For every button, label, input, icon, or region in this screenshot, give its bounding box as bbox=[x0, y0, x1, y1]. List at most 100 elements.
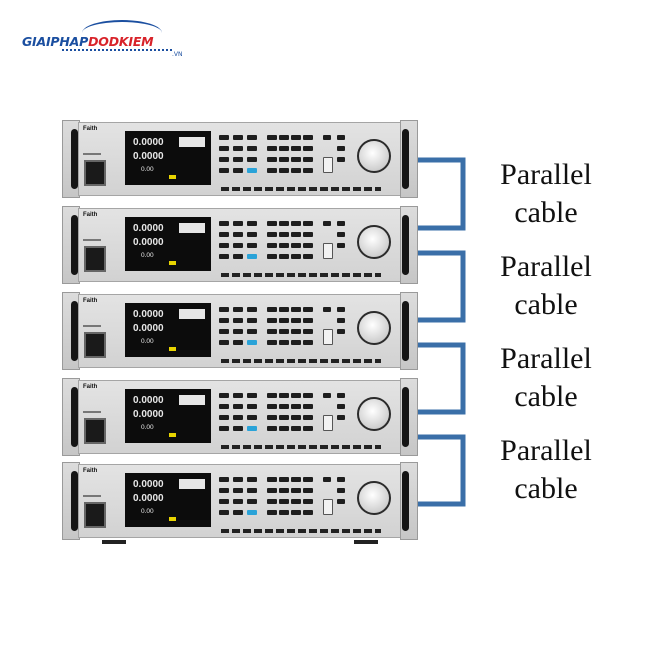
power-switch bbox=[84, 332, 106, 358]
vent-slots bbox=[221, 445, 381, 449]
power-readout: 0.00 bbox=[141, 166, 154, 173]
key-button bbox=[219, 146, 229, 151]
power-switch bbox=[84, 246, 106, 272]
rack-handle bbox=[402, 471, 409, 531]
brand-label: Faith bbox=[83, 126, 98, 132]
key-button bbox=[247, 415, 257, 420]
key-button bbox=[267, 426, 277, 431]
key-button bbox=[279, 404, 289, 409]
key-button bbox=[267, 488, 277, 493]
key-button bbox=[279, 254, 289, 259]
status-indicator bbox=[169, 261, 176, 265]
logo-text: GIAIPHAPDODKIEM bbox=[22, 34, 154, 49]
key-button bbox=[233, 221, 243, 226]
key-button bbox=[233, 135, 243, 140]
key-button bbox=[323, 329, 333, 345]
key-button bbox=[291, 146, 301, 151]
key-button bbox=[279, 318, 289, 323]
key-button bbox=[337, 329, 345, 334]
keypad bbox=[219, 307, 349, 357]
key-button bbox=[279, 232, 289, 237]
key-button bbox=[303, 510, 313, 515]
rack-handle bbox=[402, 301, 409, 361]
logo-suffix: .VN bbox=[172, 51, 183, 58]
rack-handle bbox=[402, 387, 409, 447]
rack-ear bbox=[62, 378, 80, 456]
keypad bbox=[219, 221, 349, 271]
rack-handle bbox=[71, 387, 78, 447]
power-readout: 0.00 bbox=[141, 252, 154, 259]
key-button bbox=[291, 510, 301, 515]
key-button bbox=[233, 329, 243, 334]
display-status-box bbox=[179, 223, 205, 233]
rack-handle bbox=[402, 129, 409, 189]
key-button bbox=[291, 426, 301, 431]
key-button bbox=[323, 135, 331, 140]
power-switch bbox=[84, 502, 106, 528]
key-button bbox=[323, 477, 331, 482]
key-button bbox=[337, 135, 345, 140]
rack-handle bbox=[71, 471, 78, 531]
key-button bbox=[303, 329, 313, 334]
key-button bbox=[219, 135, 229, 140]
key-button bbox=[303, 404, 313, 409]
power-switch bbox=[84, 418, 106, 444]
key-button bbox=[267, 415, 277, 420]
rotary-knob bbox=[357, 225, 391, 259]
key-button bbox=[291, 329, 301, 334]
logo-arc-graphic bbox=[82, 20, 162, 46]
brand-label: Faith bbox=[83, 384, 98, 390]
key-button bbox=[337, 146, 345, 151]
key-button bbox=[247, 340, 257, 345]
key-button bbox=[247, 168, 257, 173]
voltage-readout: 0.0000 bbox=[133, 479, 164, 490]
key-button bbox=[267, 499, 277, 504]
key-button bbox=[279, 488, 289, 493]
parallel-cable-2 bbox=[418, 250, 466, 323]
key-button bbox=[267, 477, 277, 482]
key-button bbox=[323, 307, 331, 312]
key-button bbox=[291, 477, 301, 482]
rack-ear bbox=[400, 292, 418, 370]
key-button bbox=[219, 499, 229, 504]
rack-handle bbox=[71, 129, 78, 189]
key-button bbox=[291, 404, 301, 409]
key-button bbox=[279, 243, 289, 248]
key-button bbox=[233, 340, 243, 345]
current-readout: 0.0000 bbox=[133, 237, 164, 248]
display-status-box bbox=[179, 479, 205, 489]
key-button bbox=[219, 221, 229, 226]
display-status-box bbox=[179, 309, 205, 319]
key-button bbox=[337, 157, 345, 162]
key-button bbox=[219, 307, 229, 312]
key-button bbox=[291, 340, 301, 345]
display-status-box bbox=[179, 395, 205, 405]
key-button bbox=[233, 510, 243, 515]
current-readout: 0.0000 bbox=[133, 323, 164, 334]
key-button bbox=[303, 168, 313, 173]
key-button bbox=[247, 221, 257, 226]
key-button bbox=[247, 488, 257, 493]
key-button bbox=[291, 307, 301, 312]
key-button bbox=[247, 307, 257, 312]
key-button bbox=[233, 318, 243, 323]
key-button bbox=[247, 426, 257, 431]
key-button bbox=[267, 157, 277, 162]
key-button bbox=[279, 393, 289, 398]
key-button bbox=[233, 243, 243, 248]
vent-slots bbox=[221, 187, 381, 191]
rotary-knob bbox=[357, 481, 391, 515]
rotary-knob bbox=[357, 139, 391, 173]
key-button bbox=[219, 510, 229, 515]
key-button bbox=[219, 415, 229, 420]
rack-foot bbox=[102, 540, 126, 544]
key-button bbox=[291, 488, 301, 493]
